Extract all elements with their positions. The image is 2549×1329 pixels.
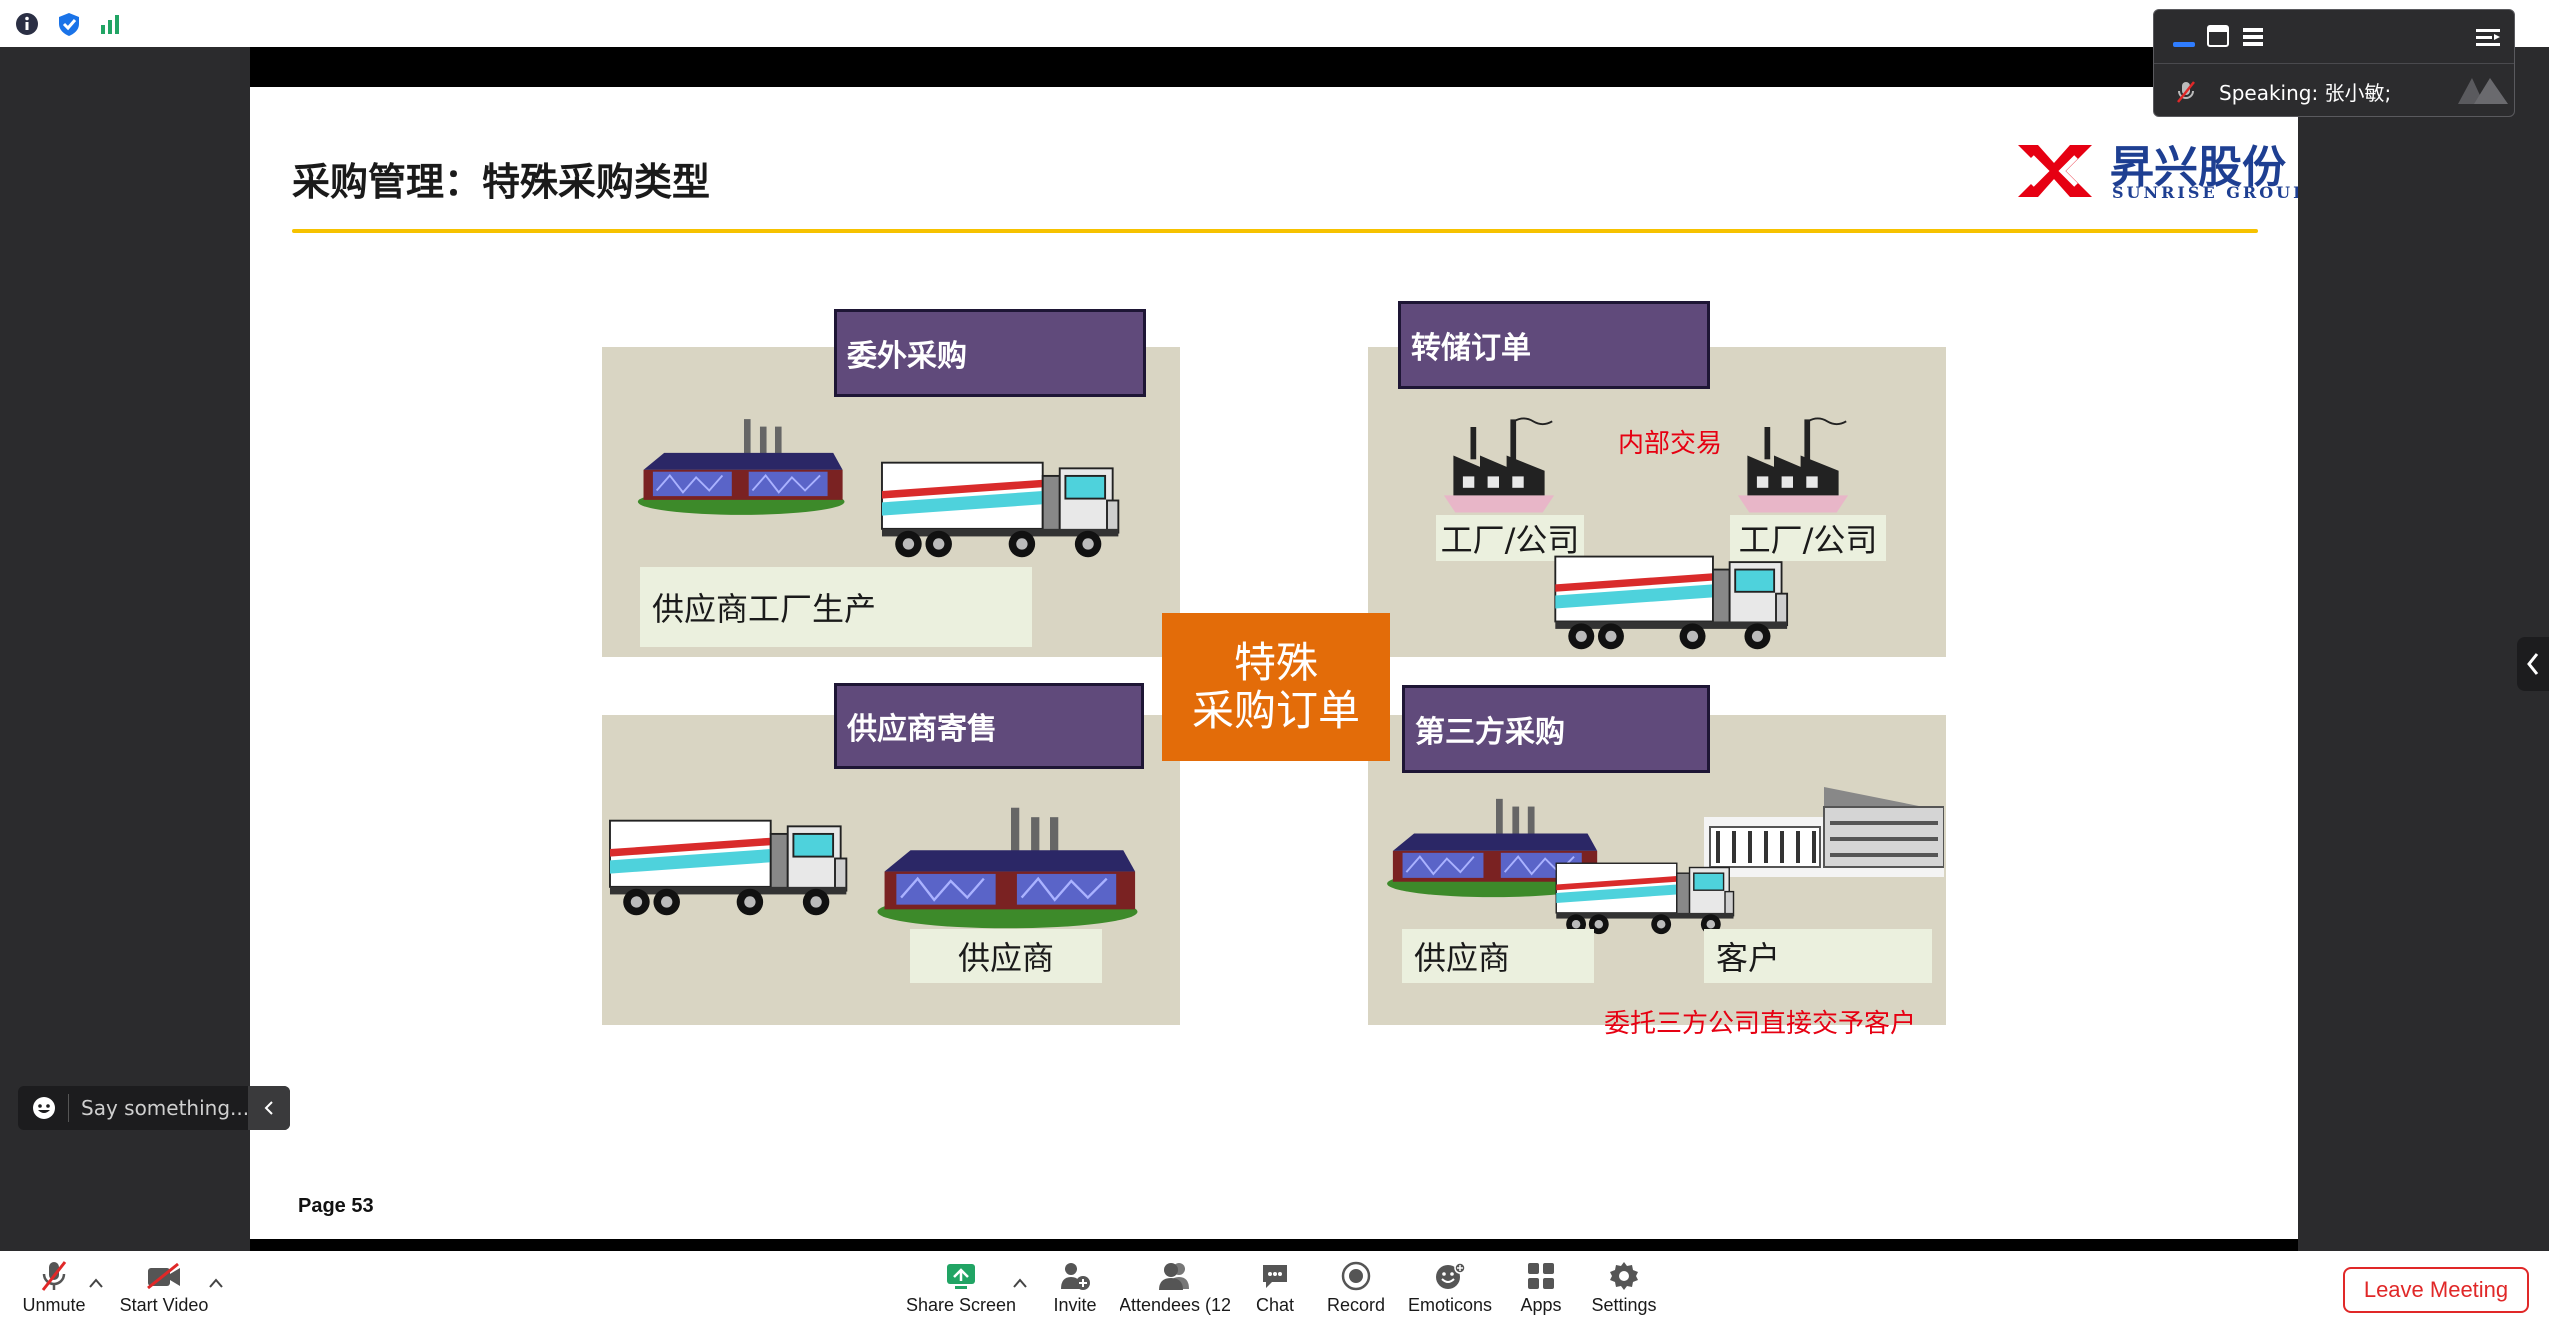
truck-icon [1552, 551, 1796, 653]
truck-icon [1554, 859, 1740, 937]
emoji-icon[interactable] [32, 1096, 56, 1124]
attendees-button[interactable]: Attendees (12 [1120, 1251, 1230, 1329]
video-options-caret[interactable] [206, 1275, 226, 1289]
window-view-icon[interactable] [2207, 25, 2229, 51]
signal-strength-icon[interactable] [98, 11, 124, 37]
chat-label: Chat [1255, 1295, 1295, 1315]
attendees-label: Attendees (12 [1120, 1295, 1230, 1315]
chat-placeholder[interactable]: Say something... [81, 1096, 250, 1120]
emoticons-icon [1430, 1259, 1470, 1293]
warehouse-icon [1704, 787, 1944, 877]
panel-subcontracting: 供应商工厂生产 [602, 347, 1180, 657]
invite-button[interactable]: Invite [1040, 1251, 1110, 1329]
logo-mark-icon [2018, 145, 2092, 197]
active-speaker-panel: Speaking: 张小敏; [2153, 9, 2515, 117]
unmute-label: Unmute [22, 1295, 86, 1315]
chat-input-bar[interactable]: Say something... [18, 1086, 290, 1130]
chevron-left-icon [2527, 653, 2539, 675]
muted-mic-icon [2176, 80, 2196, 108]
chat-bubble-icon [1255, 1259, 1295, 1293]
info-icon[interactable] [14, 11, 40, 37]
slide-title: 采购管理：特殊采购类型 [292, 160, 711, 204]
audio-options-caret[interactable] [86, 1275, 106, 1289]
share-screen-label: Share Screen [905, 1295, 1017, 1315]
settings-label: Settings [1591, 1295, 1657, 1315]
invite-label: Invite [1053, 1295, 1097, 1315]
share-options-caret[interactable] [1010, 1275, 1030, 1289]
apps-label: Apps [1520, 1295, 1562, 1315]
apps-grid-icon [1521, 1259, 1561, 1293]
label-supplier: 供应商 [910, 929, 1102, 983]
list-view-icon[interactable] [2242, 26, 2264, 52]
note-internal-trade: 内部交易 [1618, 429, 1723, 459]
chat-separator [68, 1094, 69, 1122]
center-text-line1: 特殊 [1233, 637, 1318, 687]
video-placeholder-icon [2458, 78, 2508, 108]
unmute-button[interactable]: Unmute [14, 1251, 94, 1329]
title-underline [292, 229, 2258, 233]
small-factory-icon [1736, 417, 1850, 513]
start-video-button[interactable]: Start Video [116, 1251, 212, 1329]
record-icon [1336, 1259, 1376, 1293]
label-supplier-factory: 供应商工厂生产 [640, 567, 1032, 647]
meeting-toolbar: Unmute Start Video Share Screen Invite A… [0, 1251, 2549, 1329]
fullscreen-icon[interactable] [2519, 10, 2543, 38]
label-factory-company: 工厂/公司 [1436, 515, 1584, 561]
logo-english-text: SUNRISE GROUP [2112, 183, 2298, 202]
logo-chinese-text: 昇兴股份 [2110, 142, 2286, 193]
side-panel-toggle[interactable] [2517, 637, 2549, 691]
center-text-line2: 采购订单 [1191, 686, 1360, 735]
factory-icon [866, 803, 1156, 933]
truck-icon [880, 457, 1126, 561]
leave-meeting-button[interactable]: Leave Meeting [2343, 1267, 2529, 1313]
record-button[interactable]: Record [1316, 1251, 1396, 1329]
small-factory-icon [1442, 417, 1556, 513]
top-status-bar [0, 0, 2549, 47]
tag-subcontracting: 委外采购 [834, 309, 1146, 397]
company-logo: 昇兴股份 SUNRISE GROUP [2010, 131, 2298, 211]
label-factory-company: 工厂/公司 [1730, 515, 1886, 561]
shared-screen-bottom-band [250, 1239, 2298, 1251]
center-special-po: 特殊 采购订单 [1162, 613, 1390, 761]
attendees-icon [1155, 1259, 1195, 1293]
truck-icon [608, 815, 854, 919]
speaking-label: Speaking: 张小敏; [2219, 81, 2392, 105]
share-screen-button[interactable]: Share Screen [905, 1251, 1017, 1329]
settings-button[interactable]: Settings [1582, 1251, 1666, 1329]
chat-collapse-button[interactable] [248, 1086, 290, 1130]
chat-button[interactable]: Chat [1240, 1251, 1310, 1329]
shared-screen-top-band [250, 47, 2298, 87]
tag-stock-transfer: 转储订单 [1398, 301, 1710, 389]
add-person-icon [1055, 1259, 1095, 1293]
chevron-left-icon [264, 1101, 273, 1115]
label-supplier: 供应商 [1402, 929, 1594, 983]
page-number: Page 53 [298, 1195, 374, 1217]
panel-menu-icon[interactable] [2476, 27, 2500, 51]
minimize-icon[interactable] [2173, 34, 2195, 53]
emoticons-button[interactable]: Emoticons [1400, 1251, 1500, 1329]
emoticons-label: Emoticons [1407, 1295, 1493, 1315]
factory-icon [636, 415, 852, 519]
tag-consignment: 供应商寄售 [834, 683, 1144, 769]
apps-button[interactable]: Apps [1508, 1251, 1574, 1329]
shield-check-icon[interactable] [56, 11, 82, 37]
shared-slide: 采购管理：特殊采购类型 昇兴股份 SUNRISE GROUP 供应商工厂生产 委… [250, 87, 2298, 1239]
panel-divider [2154, 63, 2514, 64]
record-label: Record [1326, 1295, 1386, 1315]
gear-icon [1604, 1259, 1644, 1293]
video-off-icon [144, 1259, 184, 1293]
muted-mic-icon [34, 1259, 74, 1293]
start-video-label: Start Video [119, 1295, 209, 1315]
note-third-party-delivery: 委托三方公司直接交予客户 [1604, 1009, 1917, 1039]
share-screen-icon [941, 1259, 981, 1293]
label-customer: 客户 [1704, 929, 1932, 983]
panel-stock-transfer: 工厂/公司 工厂/公司 内部交易 [1368, 347, 1946, 657]
tag-third-party: 第三方采购 [1402, 685, 1710, 773]
